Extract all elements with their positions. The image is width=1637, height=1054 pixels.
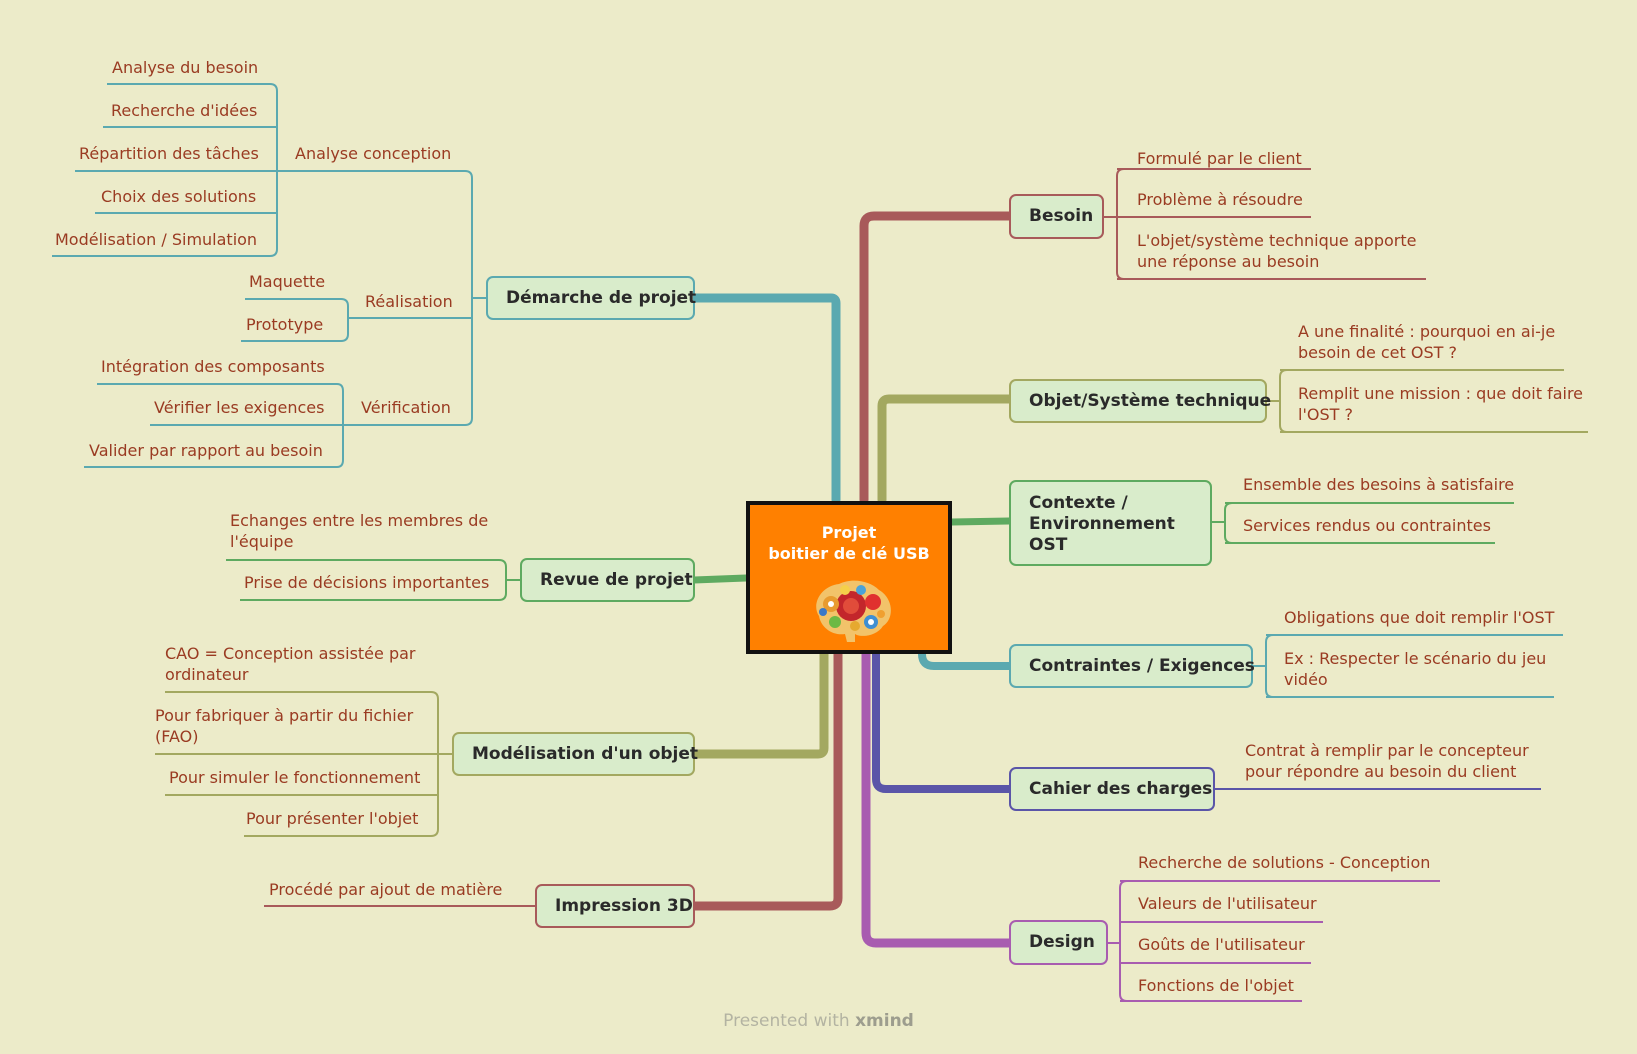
subtopic-analyse-1[interactable]: Analyse du besoin bbox=[112, 58, 259, 77]
topic-besoin[interactable]: Besoin bbox=[1009, 194, 1104, 239]
subtopic-modelisation-3[interactable]: Pour simuler le fonctionnement bbox=[169, 768, 421, 787]
subtopic-objet-2-line1: Remplit une mission : que doit faire bbox=[1298, 384, 1584, 403]
subtopic-contraintes-2-line2: vidéo bbox=[1284, 670, 1328, 689]
subtopic-revue-1[interactable]: Echanges entre les membres de l'équipe bbox=[230, 510, 488, 552]
subtopic-revue-2[interactable]: Prise de décisions importantes bbox=[244, 573, 490, 592]
central-topic[interactable]: Projet boitier de clé USB bbox=[746, 501, 952, 654]
subtopic-verification-2[interactable]: Vérifier les exigences bbox=[154, 398, 325, 417]
subtopic-analyse-3[interactable]: Répartition des tâches bbox=[79, 144, 259, 163]
branch-design bbox=[861, 649, 1014, 948]
root-title-line1: Projet bbox=[821, 523, 877, 542]
subtopic-realisation-1[interactable]: Maquette bbox=[249, 272, 326, 291]
subtopic-objet-2[interactable]: Remplit une mission : que doit faire l'O… bbox=[1298, 383, 1583, 425]
subtopic-analyse-4[interactable]: Choix des solutions bbox=[101, 187, 257, 206]
subtopic-cahier-1-line2: pour répondre au besoin du client bbox=[1245, 762, 1517, 781]
subtopic-objet-1-line1: A une finalité : pourquoi en ai-je bbox=[1298, 322, 1556, 341]
subtopic-besoin-1[interactable]: Formulé par le client bbox=[1137, 149, 1302, 168]
subtopic-contexte-1[interactable]: Ensemble des besoins à satisfaire bbox=[1243, 475, 1515, 494]
subtopic-modelisation-1-line2: ordinateur bbox=[165, 665, 249, 684]
topic-modelisation-objet[interactable]: Modélisation d'un objet bbox=[452, 732, 698, 776]
topic-cahier-des-charges[interactable]: Cahier des charges bbox=[1009, 767, 1215, 811]
topic-contexte-environnement[interactable]: Contexte / Environnement OST bbox=[1009, 480, 1212, 566]
subtopic-verification[interactable]: Vérification bbox=[361, 398, 451, 417]
subtopic-besoin-3-line2: une réponse au besoin bbox=[1137, 252, 1320, 271]
branch-demarche bbox=[689, 293, 841, 505]
subtopic-design-1[interactable]: Recherche de solutions - Conception bbox=[1138, 853, 1431, 872]
footer-prefix: Presented with bbox=[723, 1011, 850, 1031]
subtopic-contraintes-1[interactable]: Obligations que doit remplir l'OST bbox=[1284, 608, 1555, 627]
subtopic-besoin-3-line1: L'objet/système technique apporte bbox=[1137, 231, 1417, 250]
subtopic-modelisation-1-line1: CAO = Conception assistée par bbox=[165, 644, 416, 663]
footer-credit: Presented with xmind bbox=[0, 1011, 1637, 1031]
branch-besoin bbox=[859, 211, 1014, 505]
subtopic-verification-1[interactable]: Intégration des composants bbox=[101, 357, 325, 376]
topic-objet-systeme-technique[interactable]: Objet/Système technique bbox=[1009, 379, 1271, 423]
subtopic-revue-1-line2: l'équipe bbox=[230, 532, 294, 551]
subtopic-objet-1[interactable]: A une finalité : pourquoi en ai-je besoi… bbox=[1298, 321, 1555, 363]
subtopic-design-3[interactable]: Goûts de l'utilisateur bbox=[1138, 935, 1305, 954]
subtopic-cahier-1-line1: Contrat à remplir par le concepteur bbox=[1245, 741, 1529, 760]
branch-revue bbox=[690, 574, 750, 584]
subtopic-analyse-5[interactable]: Modélisation / Simulation bbox=[55, 230, 258, 249]
branch-cahier bbox=[872, 650, 1013, 793]
topic-contexte-line3: OST bbox=[1029, 535, 1068, 555]
branch-contraintes bbox=[918, 650, 1013, 670]
subtopic-besoin-3[interactable]: L'objet/système technique apporte une ré… bbox=[1137, 230, 1416, 272]
subtopic-modelisation-2-line2: (FAO) bbox=[155, 727, 199, 746]
subtopic-revue-1-line1: Echanges entre les membres de bbox=[230, 511, 489, 530]
branch-impression bbox=[689, 649, 843, 911]
subtopic-impression-1[interactable]: Procédé par ajout de matière bbox=[269, 880, 503, 899]
subtopic-modelisation-2[interactable]: Pour fabriquer à partir du fichier (FAO) bbox=[155, 705, 413, 747]
subtopic-contexte-2[interactable]: Services rendus ou contraintes bbox=[1243, 516, 1491, 535]
subtopic-design-4[interactable]: Fonctions de l'objet bbox=[1138, 976, 1294, 995]
subtopic-design-2[interactable]: Valeurs de l'utilisateur bbox=[1138, 894, 1317, 913]
topic-design[interactable]: Design bbox=[1009, 920, 1108, 965]
topic-impression-3d[interactable]: Impression 3D bbox=[535, 884, 695, 928]
subtopic-realisation[interactable]: Réalisation bbox=[365, 292, 453, 311]
branch-contexte bbox=[948, 517, 1013, 526]
subtopic-modelisation-2-line1: Pour fabriquer à partir du fichier bbox=[155, 706, 414, 725]
subtopic-analyse-conception[interactable]: Analyse conception bbox=[295, 144, 452, 163]
topic-contraintes-exigences[interactable]: Contraintes / Exigences bbox=[1009, 644, 1255, 688]
subtopic-analyse-2[interactable]: Recherche d'idées bbox=[111, 101, 258, 120]
subtopic-contraintes-2[interactable]: Ex : Respecter le scénario du jeu vidéo bbox=[1284, 648, 1546, 690]
subtopic-modelisation-1[interactable]: CAO = Conception assistée par ordinateur bbox=[165, 643, 415, 685]
subtopic-realisation-2[interactable]: Prototype bbox=[246, 315, 324, 334]
branch-objet bbox=[877, 394, 1014, 505]
topic-contexte-line1: Contexte / bbox=[1029, 493, 1128, 513]
subtopic-modelisation-4[interactable]: Pour présenter l'objet bbox=[246, 809, 419, 828]
subtopic-objet-2-line2: l'OST ? bbox=[1298, 405, 1353, 424]
footer-brand-logo: xmind bbox=[855, 1011, 914, 1031]
subtopic-verification-3[interactable]: Valider par rapport au besoin bbox=[89, 441, 323, 460]
topic-contexte-line2: Environnement bbox=[1029, 514, 1175, 534]
branch-modelisation bbox=[689, 649, 829, 759]
subtopic-besoin-2[interactable]: Problème à résoudre bbox=[1137, 190, 1303, 209]
subtopic-objet-1-line2: besoin de cet OST ? bbox=[1298, 343, 1457, 362]
topic-revue-de-projet[interactable]: Revue de projet bbox=[520, 558, 695, 602]
topic-demarche-de-projet[interactable]: Démarche de projet bbox=[486, 276, 696, 320]
subtopic-cahier-1[interactable]: Contrat à remplir par le concepteur pour… bbox=[1245, 740, 1529, 782]
subtopic-contraintes-2-line1: Ex : Respecter le scénario du jeu bbox=[1284, 649, 1547, 668]
root-title-line2: boitier de clé USB bbox=[768, 544, 930, 563]
brain-gears-icon bbox=[816, 580, 891, 642]
